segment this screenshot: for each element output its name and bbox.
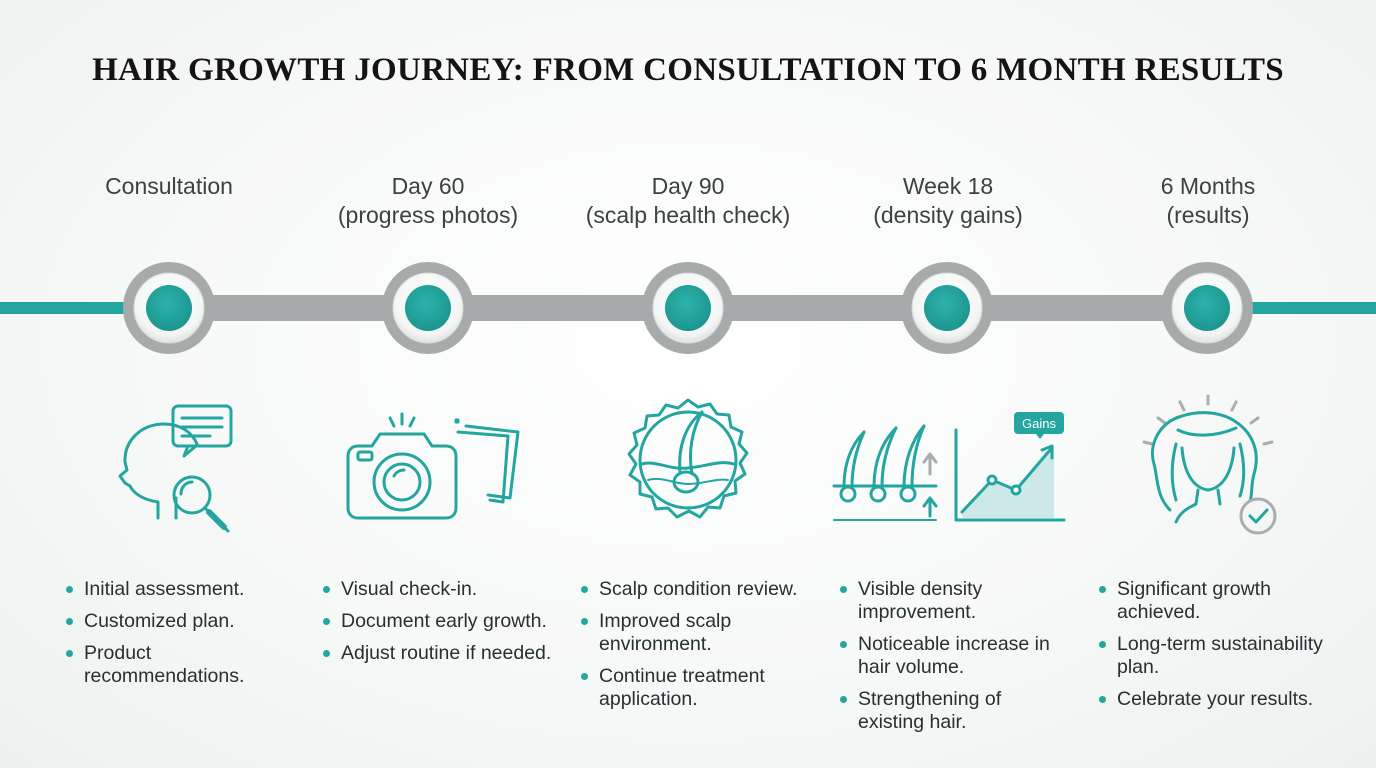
timeline-left-track (0, 302, 130, 314)
stage-bullets-consultation: Initial assessment. Customized plan. Pro… (66, 578, 286, 697)
gains-tag-label: Gains (1022, 416, 1056, 431)
stage-label-line1: Week 18 (902, 173, 994, 199)
stage-label-day-60: Day 60 (progress photos) (298, 172, 558, 230)
stage-label-day-90: Day 90 (scalp health check) (558, 172, 818, 230)
stage-bullets-day-60: Visual check-in. Document early growth. … (323, 578, 568, 674)
stage-bullets-day-90: Scalp condition review. Improved scalp e… (581, 578, 821, 720)
camera-and-photos-icon (338, 390, 538, 540)
milestone-node-5 (1161, 262, 1253, 354)
stage-label-line1: 6 Months (1160, 173, 1256, 199)
stage-label-line2: (density gains) (873, 202, 1023, 228)
list-item: Significant growth achieved. (1099, 578, 1335, 624)
milestone-node-4 (901, 262, 993, 354)
list-item: Initial assessment. (66, 578, 286, 601)
page-title: HAIR GROWTH JOURNEY: FROM CONSULTATION T… (92, 52, 1284, 88)
list-item: Noticeable increase in hair volume. (840, 633, 1060, 679)
list-item: Improved scalp environment. (581, 610, 821, 656)
list-item: Continue treatment application. (581, 665, 821, 711)
list-item: Adjust routine if needed. (323, 642, 568, 665)
stage-label-line1: Day 60 (391, 173, 465, 199)
stage-bullets-week-18: Visible density improvement. Noticeable … (840, 578, 1060, 743)
stage-label-line2: (results) (1166, 202, 1250, 228)
milestone-node-2 (382, 262, 474, 354)
hair-follicle-badge-icon (588, 390, 788, 540)
list-item: Long-term sustainability plan. (1099, 633, 1335, 679)
stage-bullets-6-months: Significant growth achieved. Long-term s… (1099, 578, 1335, 720)
milestone-node-3 (642, 262, 734, 354)
stage-label-line2: (scalp health check) (585, 202, 791, 228)
list-item: Scalp condition review. (581, 578, 821, 601)
woman-with-checkmark-icon (1118, 390, 1298, 540)
stage-label-6-months: 6 Months (results) (1078, 172, 1338, 230)
list-item: Document early growth. (323, 610, 568, 633)
stage-label-line2: (progress photos) (337, 202, 519, 228)
list-item: Visible density improvement. (840, 578, 1060, 624)
list-item: Visual check-in. (323, 578, 568, 601)
stage-label-consultation: Consultation (39, 172, 299, 201)
timeline-right-track (1245, 302, 1376, 314)
stage-label-line1: Day 90 (651, 173, 725, 199)
hair-strands-and-growth-chart-icon: Gains (830, 390, 1070, 540)
list-item: Strengthening of existing hair. (840, 688, 1060, 734)
list-item: Customized plan. (66, 610, 286, 633)
list-item: Product recommendations. (66, 642, 286, 688)
stage-label-line1: Consultation (105, 173, 233, 199)
head-with-chat-and-magnifier-icon (100, 390, 300, 540)
milestone-node-1 (123, 262, 215, 354)
list-item: Celebrate your results. (1099, 688, 1335, 711)
timeline (0, 262, 1376, 354)
stage-label-week-18: Week 18 (density gains) (818, 172, 1078, 230)
